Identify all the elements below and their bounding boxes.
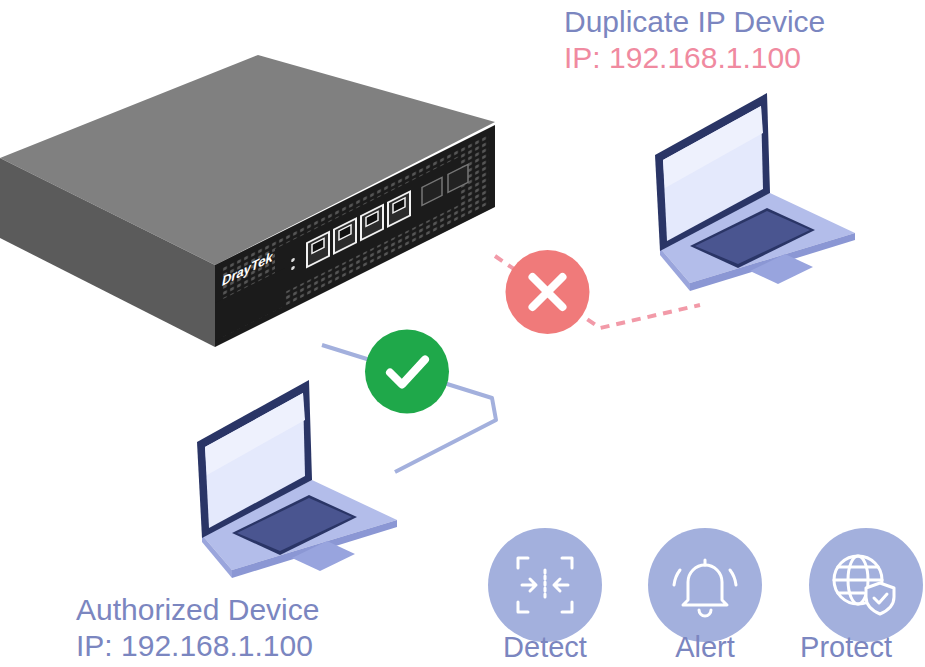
feature-label: Protect [771, 630, 921, 664]
feature-label: Alert [630, 630, 780, 664]
protect-icon [809, 528, 923, 642]
device-box: Authorized DeviceIP: 192.168.1.100 [72, 380, 395, 664]
allowed-badge [365, 330, 449, 414]
device-name: Authorized Device [72, 592, 395, 628]
laptop-illustration [655, 93, 855, 291]
feature-badge: Detect [470, 527, 620, 664]
alert-icon [648, 528, 762, 642]
router-illustration [0, 55, 495, 347]
device-box: Duplicate IP DeviceIP: 192.168.1.100 [560, 4, 905, 305]
router-box: DrayTek [0, 60, 495, 345]
laptop-illustration [197, 380, 397, 578]
ip-address: IP: 192.168.1.100 [560, 40, 905, 76]
blocked-badge [506, 250, 590, 334]
ip-address: IP: 192.168.1.100 [72, 628, 395, 664]
detect-icon [488, 528, 602, 642]
feature-label: Detect [470, 630, 620, 664]
feature-badge: Alert [630, 527, 780, 664]
brand-logo: DrayTek [222, 249, 273, 289]
device-name: Duplicate IP Device [560, 4, 905, 40]
feature-badge: Protect [771, 527, 921, 664]
